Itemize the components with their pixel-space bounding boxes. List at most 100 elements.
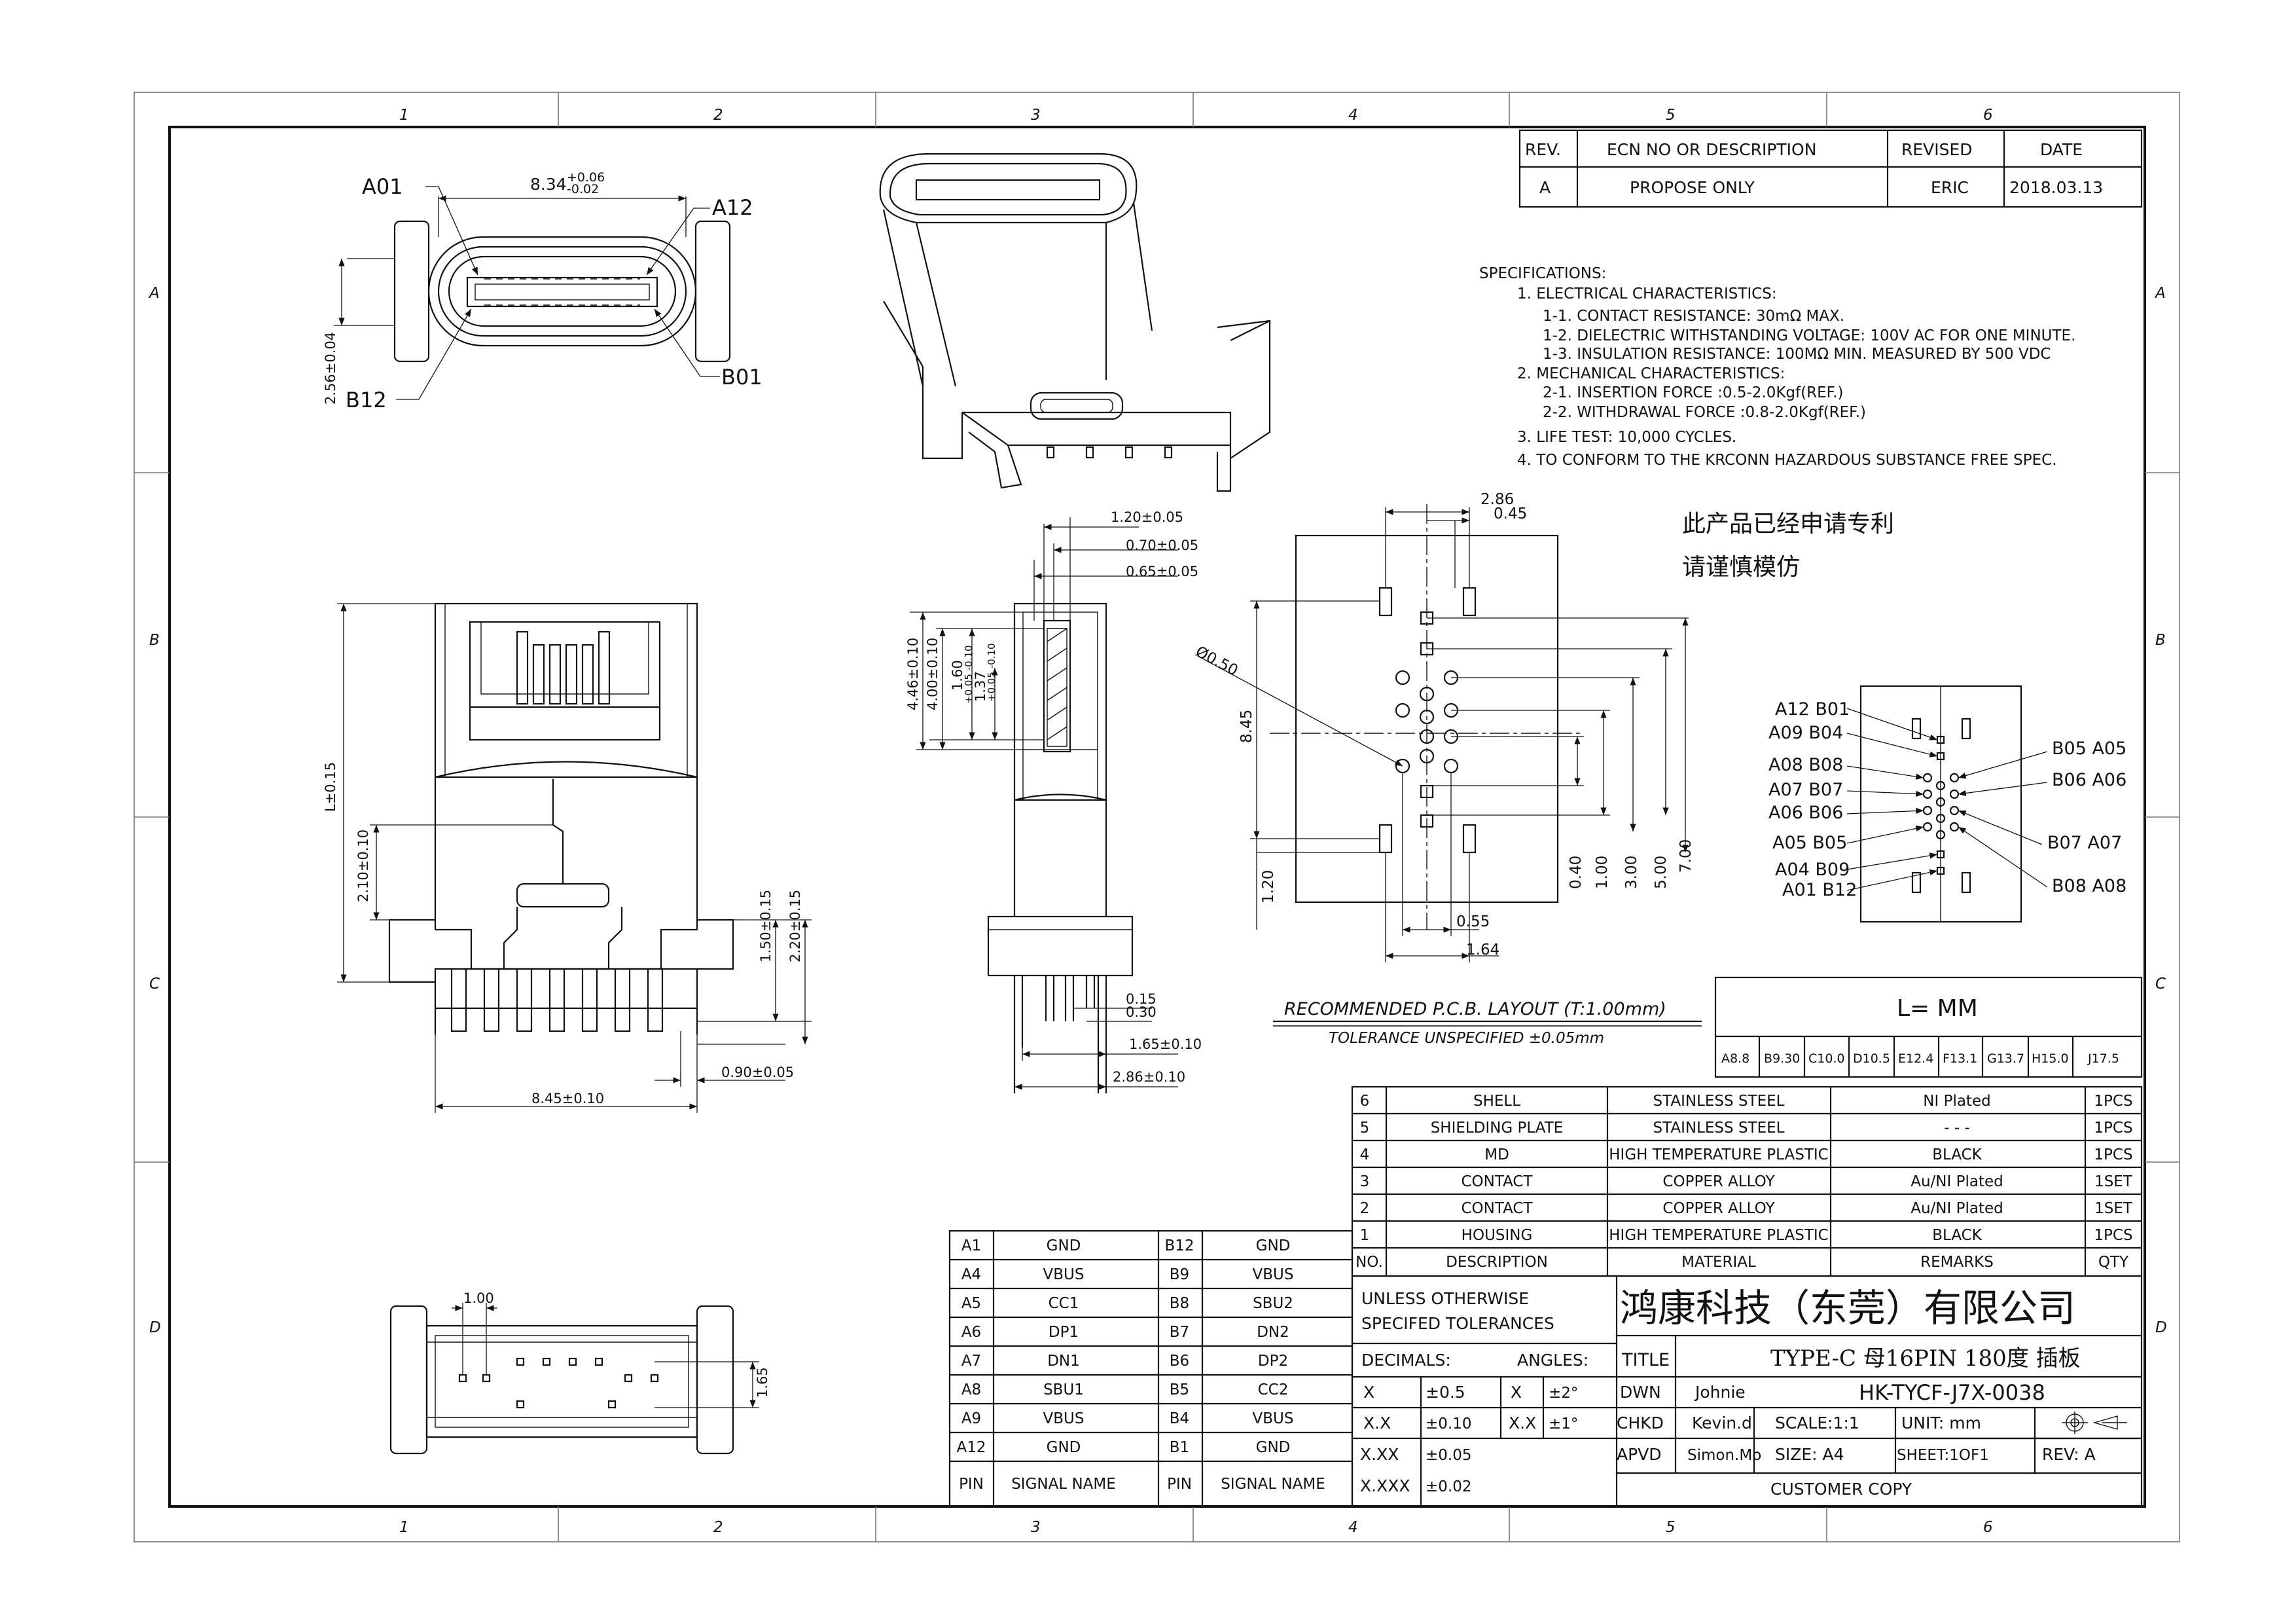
col-label: 1 <box>399 107 409 124</box>
signal-cell: B9 <box>1170 1266 1189 1283</box>
ang-value: ±1° <box>1549 1415 1578 1432</box>
rev: REV: A <box>2042 1445 2096 1464</box>
section-view <box>910 517 1178 1093</box>
signal-cell: B6 <box>1170 1353 1189 1370</box>
bom-cell: 1PCS <box>2094 1146 2132 1163</box>
bom-header: DESCRIPTION <box>1446 1254 1548 1271</box>
row-label: B <box>149 632 160 649</box>
dec-label: X <box>1363 1383 1374 1402</box>
bom-cell: COPPER ALLOY <box>1662 1200 1775 1217</box>
pcb-dim-040: 0.40 <box>1568 856 1585 889</box>
pinout-labels: A12 B01 A09 B04 A08 B08 A07 B07 A06 B06 … <box>1768 699 2126 900</box>
footer-note: CUSTOMER COPY <box>1770 1480 1912 1499</box>
spec-line: SPECIFICATIONS: <box>1479 265 1606 282</box>
dim-220: 2.20±0.15 <box>787 890 803 962</box>
row-label: D <box>149 1319 161 1336</box>
spec-line: 1. ELECTRICAL CHARACTERISTICS: <box>1517 285 1777 302</box>
decimals-label: DECIMALS: <box>1361 1351 1451 1370</box>
bom-cell: 1SET <box>2094 1200 2133 1217</box>
pin-label: B01 <box>721 365 762 390</box>
col-label: 4 <box>1348 107 1358 124</box>
bom-header-row: NO. DESCRIPTION MATERIAL REMARKS QTY <box>1355 1254 2129 1271</box>
ang-value: ±2° <box>1549 1385 1578 1402</box>
pinout-left: A01 B12 <box>1782 880 1857 900</box>
bom-cell: Au/NI Plated <box>1910 1173 2003 1190</box>
dwn-value: Johnie <box>1694 1383 1746 1402</box>
bom-row: 4 MD HIGH TEMPERATURE PLASTIC BLACK 1PCS <box>1360 1146 2133 1163</box>
dec-label: X.X <box>1363 1413 1391 1432</box>
signal-cell: B1 <box>1170 1439 1189 1456</box>
pcb-layout-dims: 2.86 0.45 Ø0.50 8.45 1.20 0.40 1.00 3.00… <box>1193 491 1695 958</box>
dim-160: 1.60 <box>950 660 965 691</box>
pcb-layout-caption: RECOMMENDED P.C.B. LAYOUT (T:1.00mm) TOL… <box>1273 999 1702 1047</box>
side-view <box>337 602 812 1113</box>
dim-845: 8.45±0.10 <box>531 1091 604 1106</box>
bom-cell: 1 <box>1360 1227 1370 1244</box>
bom-cell: SHIELDING PLATE <box>1431 1120 1564 1137</box>
bottom-view-dims: 1.00 1.65 <box>463 1290 770 1398</box>
title-block-text: 鸿康科技（东莞）有限公司 UNLESS OTHERWISE SPECIFED T… <box>1360 1286 2096 1499</box>
signal-cell: B5 <box>1170 1381 1189 1398</box>
bom-cell: MD <box>1484 1146 1509 1163</box>
pin-label: A12 <box>712 195 753 220</box>
col-label: 2 <box>713 107 723 124</box>
pcb-dim-164: 1.64 <box>1466 941 1499 958</box>
revision-table: REV. ECN NO OR DESCRIPTION REVISED DATE … <box>1518 129 2143 208</box>
dim-030: 0.30 <box>1126 1004 1157 1020</box>
bom-cell: 2 <box>1360 1200 1370 1217</box>
pinout-right: B07 A07 <box>2047 833 2122 853</box>
bom-cell: SHELL <box>1473 1093 1520 1110</box>
bom-cell: - - - <box>1944 1120 1970 1137</box>
pcb-tolerance: TOLERANCE UNSPECIFIED ±0.05mm <box>1329 1030 1604 1047</box>
spec-line: 4. TO CONFORM TO THE KRCONN HAZARDOUS SU… <box>1517 452 2057 469</box>
bom-cell: 1PCS <box>2094 1093 2132 1110</box>
signal-cell: VBUS <box>1253 1410 1294 1427</box>
tolerance-note: UNLESS OTHERWISE <box>1361 1289 1529 1308</box>
tolerance-note: SPECIFED TOLERANCES <box>1361 1314 1554 1333</box>
row-label: A <box>2154 285 2166 302</box>
bom-rows: 6 SHELL STAINLESS STEEL NI Plated 1PCS 5… <box>1355 1093 2133 1271</box>
bom-row: 2 CONTACT COPPER ALLOY Au/NI Plated 1SET <box>1360 1200 2133 1217</box>
signal-cell: B7 <box>1170 1324 1189 1341</box>
pin-label: B12 <box>346 388 387 412</box>
bottom-dim-100: 1.00 <box>463 1290 494 1306</box>
spec-line: 1-3. INSULATION RESISTANCE: 100MΩ MIN. M… <box>1543 346 2051 363</box>
bom-cell: 1PCS <box>2094 1227 2132 1244</box>
frame-column-labels-bottom: 1 2 3 4 5 6 <box>399 1519 1993 1536</box>
bom-cell: 1PCS <box>2094 1120 2132 1137</box>
signal-cell: A5 <box>961 1295 981 1312</box>
signal-cell: DN2 <box>1257 1324 1289 1341</box>
apvd-value: Simon.Mo <box>1687 1447 1761 1464</box>
bom-cell: CONTACT <box>1461 1200 1533 1217</box>
dim-120: 1.20±0.05 <box>1111 509 1183 525</box>
signal-row: A4 VBUS B9 VBUS <box>961 1266 1294 1283</box>
title-label: TITLE <box>1621 1350 1670 1370</box>
length-option: H15.0 <box>2032 1051 2069 1066</box>
rev-header: ECN NO OR DESCRIPTION <box>1607 140 1816 159</box>
chkd-value: Kevin.d <box>1692 1413 1752 1432</box>
dim-210: 2.10±0.10 <box>355 830 371 902</box>
dim-137: 1.37 <box>973 671 988 702</box>
pcb-dim-045: 0.45 <box>1494 505 1527 522</box>
bottom-view <box>389 1303 759 1455</box>
signal-cell: GND <box>1047 1237 1081 1254</box>
signal-cell: SBU2 <box>1253 1295 1293 1312</box>
frame-column-labels-top: 1 2 3 4 5 6 <box>399 107 1993 124</box>
dec-label: X.XXX <box>1360 1476 1410 1495</box>
patent-note: 此产品已经申请专利 请谨慎模仿 <box>1682 511 1894 581</box>
dec-label: X.XX <box>1360 1445 1399 1464</box>
bom-cell: NI Plated <box>1923 1093 1990 1110</box>
row-label: C <box>149 976 160 993</box>
patent-line: 此产品已经申请专利 <box>1682 511 1894 538</box>
signal-table <box>948 1230 1354 1508</box>
chkd-label: CHKD <box>1617 1413 1664 1432</box>
pcb-layout <box>1197 504 1689 962</box>
signal-row: A12 GND B1 GND <box>956 1439 1290 1456</box>
spec-line: 3. LIFE TEST: 10,000 CYCLES. <box>1517 429 1736 446</box>
bom-header: NO. <box>1355 1254 1383 1271</box>
signal-cell: VBUS <box>1043 1266 1085 1283</box>
front-view <box>334 186 731 400</box>
bom-cell: BLACK <box>1932 1227 1982 1244</box>
signal-cell: DN1 <box>1047 1353 1080 1370</box>
dim-137-tol: +0.05 -0.10 <box>986 643 997 702</box>
